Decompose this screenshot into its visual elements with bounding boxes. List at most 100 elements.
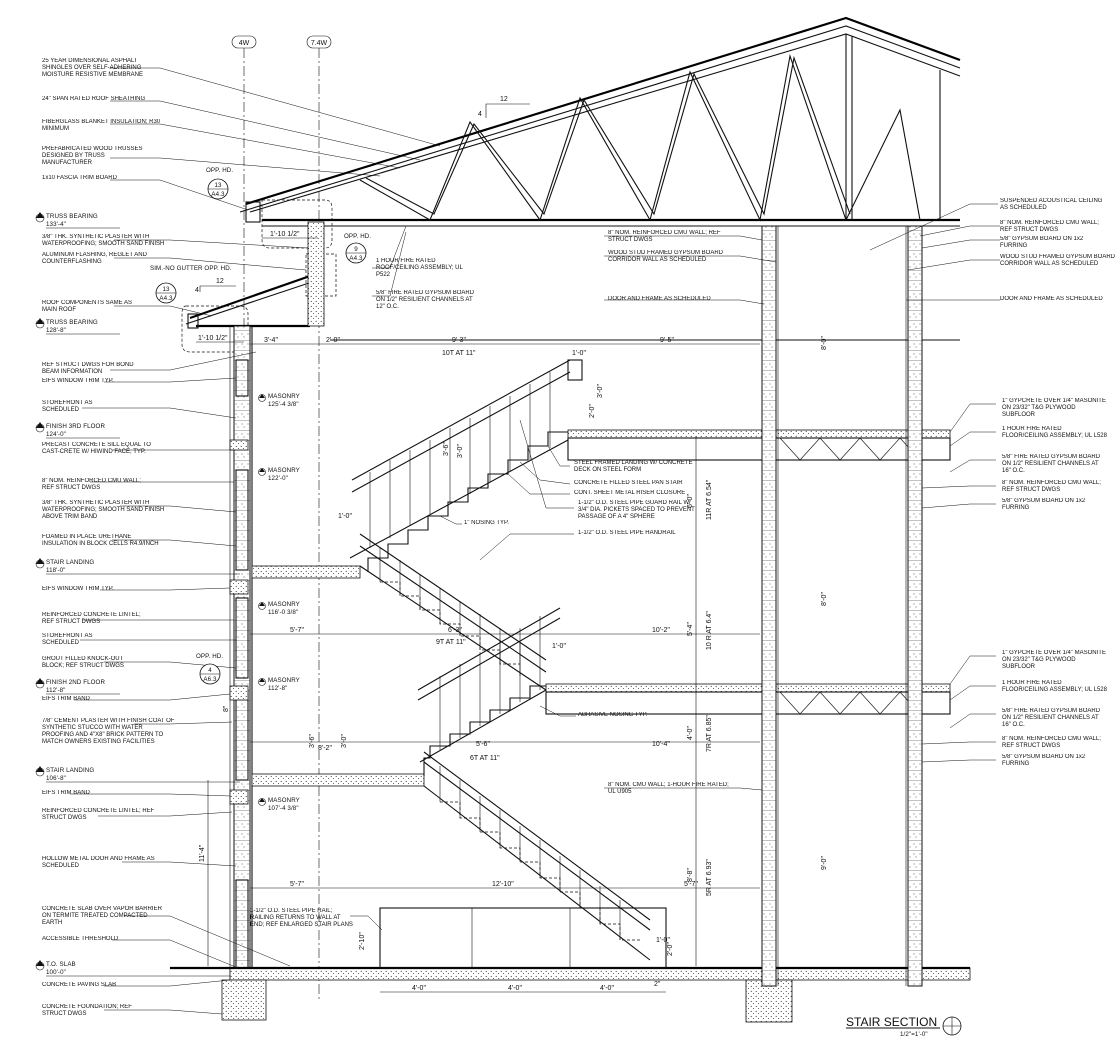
note-paving: CONCRETE PAVING SLAB <box>42 982 117 988</box>
dim: 6'-3" <box>448 627 462 634</box>
note-stud-right: WOOD STUD FRAMED GYPSUM BOARD CORRIDOR W… <box>1000 254 1116 267</box>
dim: 3'-6" <box>309 734 316 748</box>
svg-text:133'-4": 133'-4" <box>46 221 66 228</box>
svg-text:112'-8": 112'-8" <box>46 687 65 694</box>
svg-text:13: 13 <box>214 182 222 189</box>
note-abrasive-nosing: ABRASIVE NOSING TYP. <box>578 712 648 718</box>
dim: 5'-6" <box>476 741 490 748</box>
svg-text:OPP. HD.: OPP. HD. <box>196 653 223 660</box>
svg-text:118'-0": 118'-0" <box>46 567 65 574</box>
svg-text:A6.3: A6.3 <box>203 676 217 683</box>
note-knockout: GROUT FILLED KNOCK-OUT BLOCK; REF STRUCT… <box>42 656 124 669</box>
note-foundation: CONCRETE FOUNDATION; REF STRUCT DWGS <box>42 1004 132 1017</box>
dim: 6'-0" <box>687 494 694 508</box>
note-furring: 5/8" GYPSUM BOARD ON 1x2 FURRING <box>1002 498 1086 511</box>
note-nosing: 1" NOSING TYP. <box>464 520 509 526</box>
note-threshold: ACCESSIBLE THRESHOLD <box>42 936 119 942</box>
center-notes: 1 HOUR FIRE RATED ROOF/CEILING ASSEMBLY;… <box>250 230 729 928</box>
note-cmu-right: 8" NOM. REINFORCED CMU WALL; REF STRUCT … <box>1002 736 1101 749</box>
svg-text:100'-0": 100'-0" <box>46 969 66 976</box>
svg-text:MASONRY: MASONRY <box>268 797 300 804</box>
note-trim-band: EIFS TRIM BAND <box>42 696 90 702</box>
dim: 10'-2" <box>652 627 670 634</box>
note-furring: 5/8" GYPSUM BOARD ON 1x2 FURRING <box>1000 236 1084 249</box>
stairs <box>349 359 667 969</box>
note-gypcrete: 1" GYPCRETE OVER 1/4" MASONITE ON 23/32"… <box>1002 650 1106 670</box>
exterior-wall <box>229 221 325 987</box>
svg-text:A4.3: A4.3 <box>211 191 225 198</box>
elevation-marker: STAIR LANDING 106'-8" <box>35 766 240 783</box>
note-acoustical: SUSPENDED ACOUSTICAL CEILING AS SCHEDULE… <box>1000 198 1103 211</box>
dim: 6T AT 11" <box>470 755 500 762</box>
dim: 5'-7" <box>684 881 698 888</box>
dim: 5'-7" <box>290 627 304 634</box>
dim: 11'-4" <box>199 844 206 862</box>
interior-walls <box>761 225 923 987</box>
svg-text:OPP. HD.: OPP. HD. <box>206 167 233 174</box>
note-fascia: 1x10 FASCIA TRIM BOARD <box>42 175 117 181</box>
note-cmu-right: 8" NOM. REINFORCED CMU WALL; REF STRUCT … <box>1002 480 1101 493</box>
masonry-marker: MASONRY 122'-0" <box>258 467 300 482</box>
dim: 4'-0" <box>600 985 614 992</box>
grid-bubble-4w: 4W <box>231 35 257 49</box>
svg-text:MASONRY: MASONRY <box>268 467 300 474</box>
note-plaster: 3/8" THK. SYNTHETIC PLASTER WITH WATERPR… <box>42 234 165 247</box>
svg-text:112'-8": 112'-8" <box>268 685 287 692</box>
svg-text:124'-0": 124'-0" <box>46 431 66 438</box>
dim: 9'-3" <box>452 337 466 344</box>
note-sill: PRECAST CONCRETE SILL EQUAL TO CAST-CRET… <box>42 442 151 455</box>
dim: 9T AT 11" <box>436 639 466 646</box>
note-roof-ceiling: 1 HOUR FIRE RATED ROOF/CEILING ASSEMBLY;… <box>376 258 463 278</box>
note-guard-rail: 1-1/2" O.D. STEEL PIPE GUARD RAIL W/ 3/4… <box>578 500 695 520</box>
detail-bubble: OPP. HD. 9 A4.3 <box>344 233 371 264</box>
svg-text:4: 4 <box>478 111 482 118</box>
dim: 2'-0" <box>589 404 596 418</box>
elevation-marker: TRUSS BEARING 133'-4" <box>35 212 120 229</box>
dim: 2'-10" <box>359 932 366 950</box>
svg-text:13: 13 <box>162 286 170 293</box>
dim: 9'-0" <box>821 856 828 870</box>
note-door-frame: DOOR AND FRAME AS SCHEDULED <box>608 296 711 302</box>
dim: 3'-4" <box>264 337 278 344</box>
note-hm-door: HOLLOW METAL DOOR AND FRAME AS SCHEDULED <box>42 856 155 869</box>
elevation-marker: T.O. SLAB 100'-0" <box>35 960 230 977</box>
dim: 3'-0" <box>457 444 464 458</box>
elevation-markers: TRUSS BEARING 133'-4" TRUSS BEARING 128'… <box>35 212 240 977</box>
note-floor-assembly: 1 HOUR FIRE RATED FLOOR/CEILING ASSEMBLY… <box>1002 426 1107 439</box>
dim: 10T AT 11" <box>442 350 476 357</box>
dim: 8" <box>223 705 230 712</box>
note-lintel: REINFORCED CONCRETE LINTEL; REF STRUCT D… <box>42 612 141 625</box>
svg-text:9: 9 <box>354 246 358 253</box>
dim: 2'-0" <box>667 942 674 956</box>
note-cmu-center: 8" NOM. REINFORCED CMU WALL; REF STRUCT … <box>608 230 721 243</box>
note-riser: CONT. SHEET METAL RISER CLOSURE <box>574 490 686 496</box>
detail-bubble: OPP. HD. 4 A6.3 <box>196 653 223 685</box>
masonry-marker: MASONRY 107'-4 3/8" <box>258 797 300 812</box>
roof-slope-indicator: 12 4 <box>478 96 530 118</box>
note-bond-beam: REF STRUCT DWGS FOR BOND BEAM INFORMATIO… <box>42 362 134 375</box>
note-fire-gypsum-right: 5/8" FIRE RATED GYPSUM BOARD ON 1/2" RES… <box>1002 454 1101 474</box>
svg-text:STAIR LANDING: STAIR LANDING <box>46 559 94 566</box>
note-eifs-trim: EIFS WINDOW TRIM TYP. <box>42 378 114 384</box>
truss-webs <box>359 34 941 222</box>
dim: 4'-0" <box>412 985 426 992</box>
dim: 8'-0" <box>821 592 828 606</box>
elevation-marker: STAIR LANDING 118'-0" <box>35 558 240 575</box>
svg-text:128'-8": 128'-8" <box>46 327 66 334</box>
svg-text:106'-8": 106'-8" <box>46 775 66 782</box>
dim: 3'-0" <box>597 384 604 398</box>
lower-pickets <box>439 616 541 750</box>
note-floor-assembly: 1 HOUR FIRE RATED FLOOR/CEILING ASSEMBLY… <box>1002 680 1107 693</box>
svg-text:SIM.-NO GUTTER OPP. HD.: SIM.-NO GUTTER OPP. HD. <box>150 265 232 272</box>
dim: 1'-0" <box>572 350 586 357</box>
note-handrail: 1-1/2" O.D. STEEL PIPE HANDRAIL <box>578 530 676 536</box>
floor-slabs <box>170 339 971 1023</box>
note-stud-wall: WOOD STUD FRAMED GYPSUM BOARD CORRIDOR W… <box>608 250 724 263</box>
note-eifs-trim: EIFS WINDOW TRIM TYP. <box>42 586 114 592</box>
svg-text:STAIR LANDING: STAIR LANDING <box>46 767 94 774</box>
bottom-pickets <box>439 766 621 940</box>
dim: 12'-10" <box>492 881 514 888</box>
dim: 4'-0" <box>508 985 522 992</box>
dim: 8'-8" <box>687 868 694 882</box>
